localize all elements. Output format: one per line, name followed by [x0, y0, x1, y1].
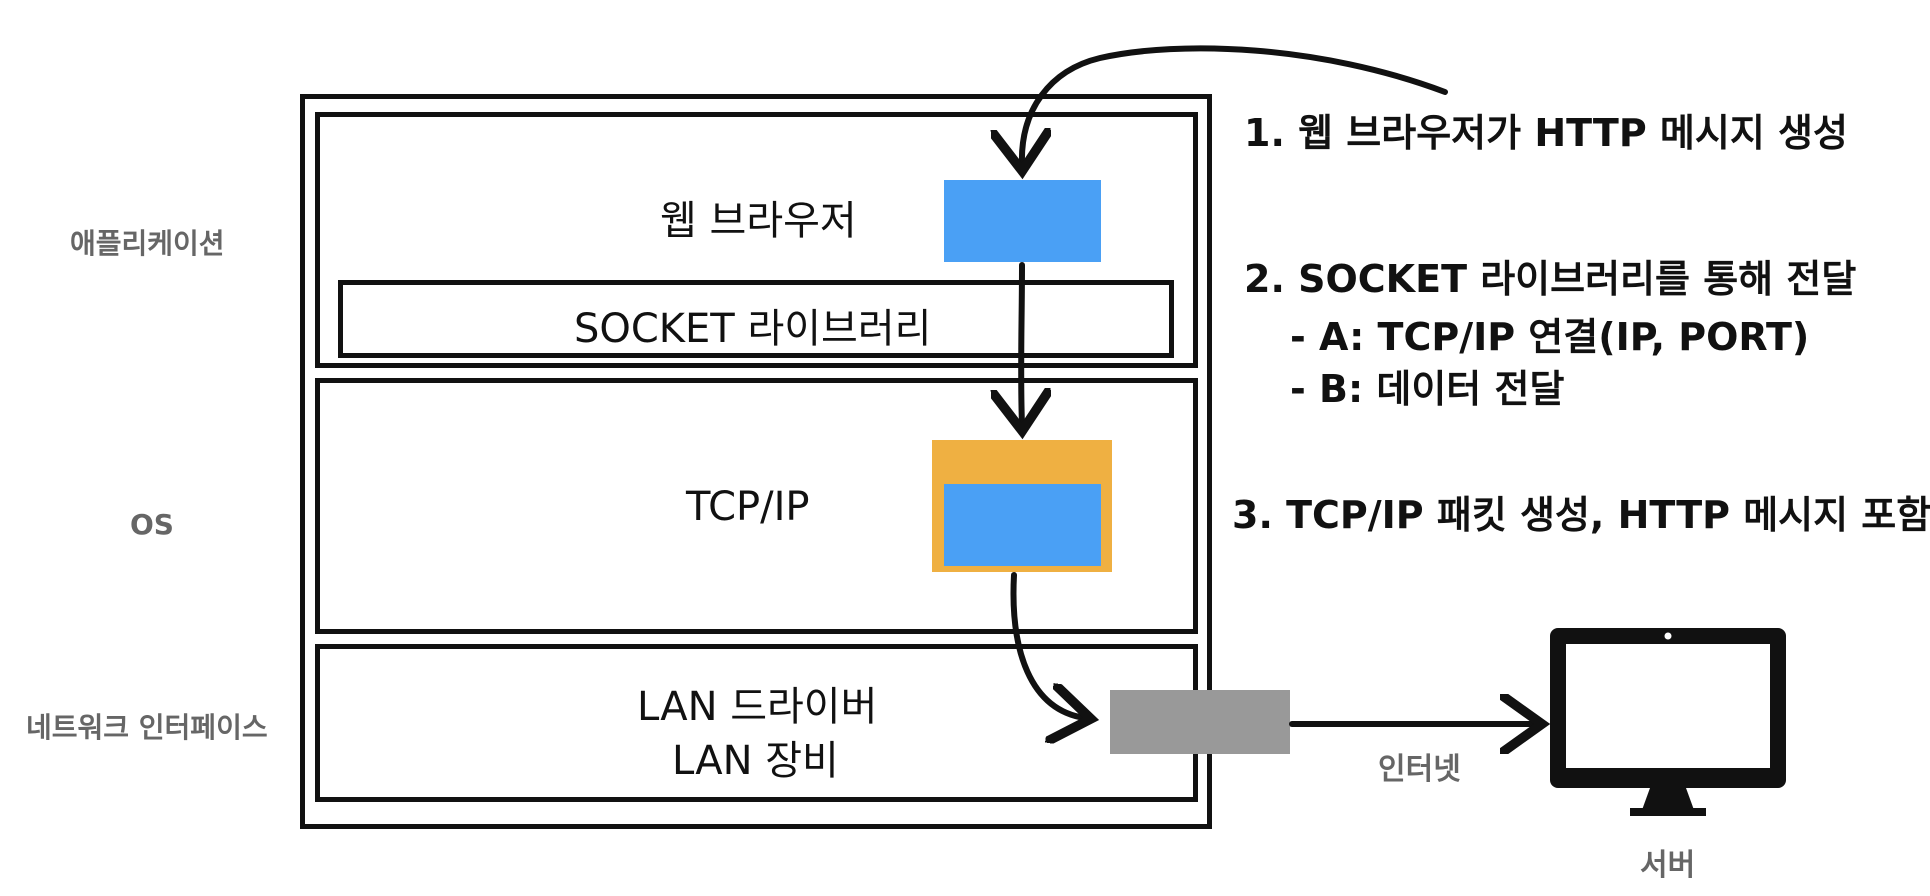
step-2-text: 2. SOCKET 라이브러리를 통해 전달 — [1244, 257, 1857, 301]
lan-device-label: LAN 장비 — [672, 738, 839, 784]
web-browser-label: 웹 브라우저 — [660, 198, 857, 244]
socket-library-box — [338, 280, 1174, 358]
step-2b-text: - B: 데이터 전달 — [1290, 367, 1565, 411]
side-label-os: OS — [130, 508, 174, 541]
step-2a-text: - A: TCP/IP 연결(IP, PORT) — [1290, 315, 1810, 359]
application-layer-box — [315, 112, 1198, 368]
lan-driver-label: LAN 드라이버 — [637, 684, 878, 730]
http-message-block — [944, 180, 1101, 262]
server-label: 서버 — [1640, 848, 1696, 883]
lan-device-block — [1110, 690, 1290, 754]
arrow-message-to-packet — [1021, 262, 1022, 425]
side-label-network-interface: 네트워크 인터페이스 — [26, 711, 268, 744]
socket-library-label: SOCKET 라이브러리 — [574, 306, 932, 352]
arrow-packet-to-lan — [1010, 572, 1085, 718]
step-1-text: 1. 웹 브라우저가 HTTP 메시지 생성 — [1244, 111, 1848, 155]
packet-payload-http-message — [944, 484, 1101, 566]
server-monitor-icon — [1550, 628, 1786, 816]
internet-label: 인터넷 — [1378, 752, 1461, 787]
stack-outer-frame — [300, 94, 1212, 829]
arrow-step1-to-message — [1022, 45, 1448, 165]
step-3-text: 3. TCP/IP 패킷 생성, HTTP 메시지 포함 — [1232, 493, 1930, 537]
os-layer-box — [315, 378, 1198, 634]
side-label-application: 애플리케이션 — [70, 227, 225, 260]
tcp-ip-label: TCP/IP — [686, 484, 810, 530]
